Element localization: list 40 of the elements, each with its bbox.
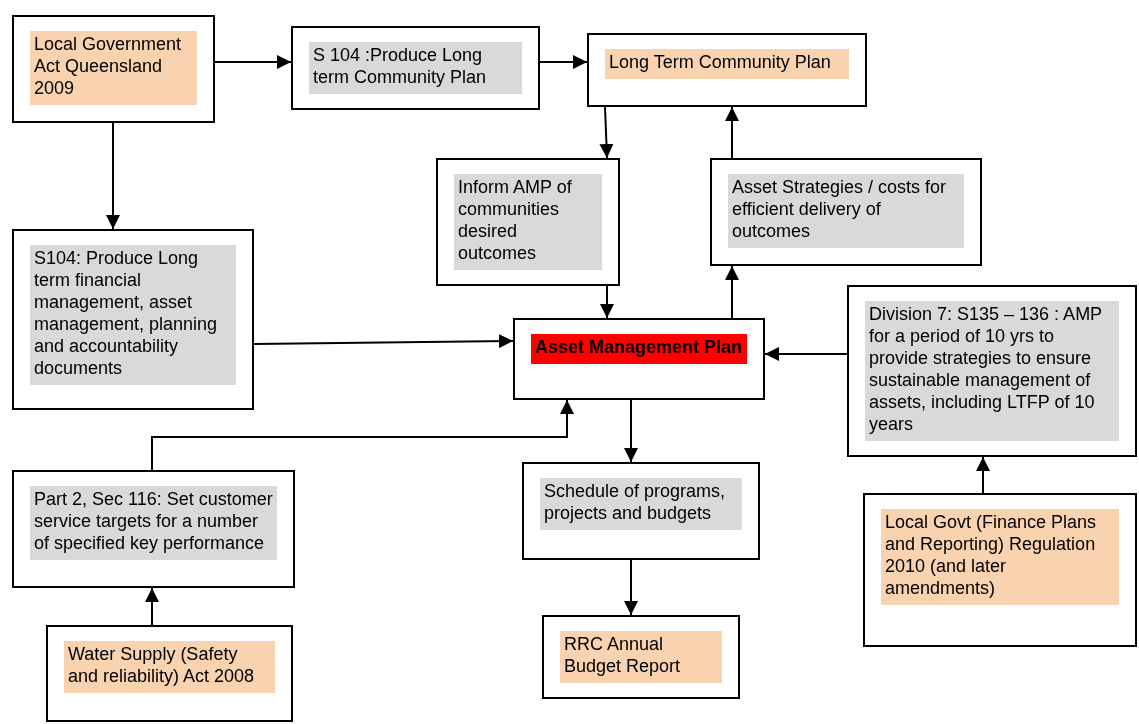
box-text: Water Supply (Safety and reliability) Act 2008 bbox=[64, 641, 275, 693]
process-box bbox=[436, 158, 620, 286]
arrow bbox=[151, 399, 574, 471]
box-text: Schedule of programs, projects and budgets bbox=[540, 478, 742, 530]
box-text: Asset Management Plan bbox=[531, 334, 747, 364]
process-box bbox=[542, 615, 740, 699]
process-box bbox=[847, 285, 1137, 457]
arrow bbox=[253, 334, 514, 349]
box-text: Local Government Act Queensland 2009 bbox=[30, 31, 197, 105]
process-box bbox=[513, 318, 765, 400]
box-text: Local Govt (Finance Plans and Reporting) Regulation 2010 (and later amendments) bbox=[881, 509, 1119, 605]
process-box bbox=[522, 462, 760, 560]
process-box bbox=[12, 229, 254, 410]
process-box bbox=[587, 33, 867, 107]
arrow bbox=[214, 55, 292, 69]
process-box bbox=[710, 158, 982, 266]
box-text: S104: Produce Long term financial management, asset management, planning and accountability documents bbox=[30, 245, 236, 385]
arrow bbox=[725, 106, 739, 159]
box-text: Asset Strategies / costs for efficient delivery of outcomes bbox=[728, 174, 964, 248]
arrow bbox=[600, 285, 614, 319]
arrow bbox=[539, 55, 588, 69]
arrow bbox=[599, 106, 614, 159]
arrow bbox=[106, 122, 120, 230]
arrow bbox=[624, 399, 638, 463]
process-box bbox=[863, 493, 1137, 647]
process-box bbox=[46, 625, 293, 722]
box-text: RRC Annual Budget Report bbox=[560, 631, 722, 683]
arrow bbox=[725, 265, 739, 319]
arrow bbox=[624, 559, 638, 616]
arrow bbox=[145, 587, 159, 626]
box-text: Inform AMP of communities desired outcomes bbox=[454, 174, 602, 270]
box-text: Division 7: S135 – 136 : AMP for a period of 10 yrs to provide strategies to ensure sustainable management of assets, including LTFP of 10 years bbox=[865, 301, 1119, 441]
process-box bbox=[12, 15, 215, 123]
box-text: Part 2, Sec 116: Set customer service targets for a number of specified key performance bbox=[30, 486, 277, 560]
process-box bbox=[291, 26, 540, 110]
box-text: Long Term Community Plan bbox=[605, 49, 849, 79]
arrow bbox=[764, 347, 848, 361]
arrow bbox=[976, 456, 990, 494]
process-box bbox=[12, 470, 295, 588]
box-text: S 104 :Produce Long term Community Plan bbox=[309, 42, 522, 94]
